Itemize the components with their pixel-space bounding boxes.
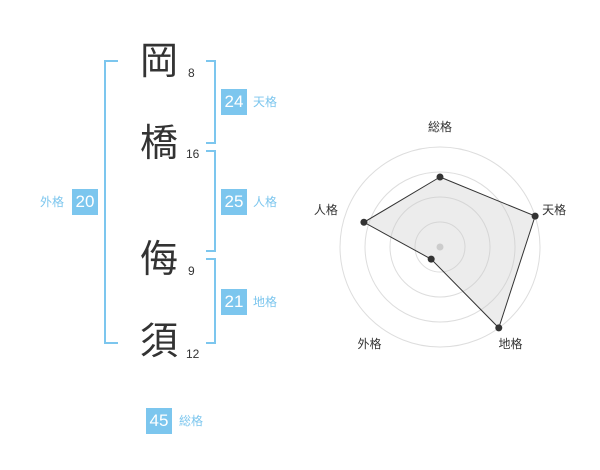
chikaku-value-badge: 21 — [221, 289, 247, 315]
radar-ring-1 — [414, 221, 466, 273]
radar-point-4 — [427, 255, 435, 263]
radar-center-dot — [436, 243, 444, 251]
tenkaku-value-badge: 24 — [221, 89, 247, 115]
gaikaku-bracket — [104, 60, 118, 344]
stroke-count-1: 8 — [188, 66, 195, 80]
gaikaku-label: 外格 — [40, 195, 65, 209]
radar-point-5 — [360, 218, 368, 226]
radar-value-area — [362, 176, 536, 329]
radar-point-3 — [495, 324, 503, 332]
radar-axis-label-1: 総格 — [428, 119, 452, 134]
jinkaku-bracket — [206, 150, 216, 252]
radar-point-1 — [436, 173, 444, 181]
jinkaku-value-badge: 25 — [221, 189, 247, 215]
soukaku-value-badge: 45 — [146, 408, 172, 434]
tenkaku-bracket — [206, 60, 216, 144]
radar-ring-2 — [389, 196, 491, 298]
radar-axis-label-3: 地格 — [499, 336, 523, 351]
tenkaku-label: 天格 — [253, 95, 278, 109]
name-char-3: 侮 — [140, 237, 179, 281]
name-char-2: 橋 — [140, 121, 179, 165]
name-char-1: 岡 — [140, 39, 179, 83]
radar-ring-3 — [364, 171, 516, 323]
gaikaku-value-badge: 20 — [72, 189, 98, 215]
stroke-count-2: 16 — [186, 147, 200, 161]
radar-axis-label-4: 外格 — [357, 336, 381, 351]
soukaku-label: 総格 — [179, 414, 204, 428]
radar-axis-label-2: 天格 — [542, 202, 566, 217]
name-char-4: 須 — [140, 319, 179, 363]
radar-axis-label-5: 人格 — [314, 202, 338, 217]
stroke-count-3: 9 — [188, 264, 195, 278]
stroke-count-4: 12 — [186, 347, 200, 361]
jinkaku-label: 人格 — [253, 195, 278, 209]
radar-point-2 — [531, 212, 539, 220]
chikaku-bracket — [206, 258, 216, 344]
chikaku-label: 地格 — [253, 295, 278, 309]
